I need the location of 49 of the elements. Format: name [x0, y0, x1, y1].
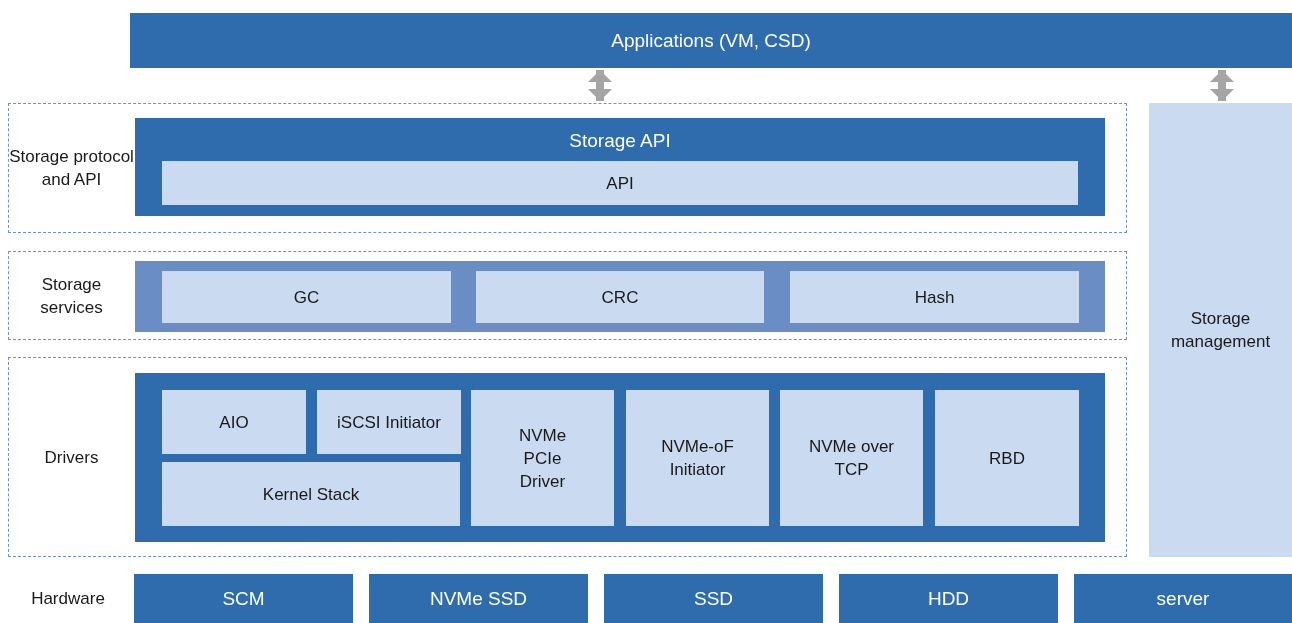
box-label: NVMe-oF Initiator — [660, 436, 735, 481]
box-label: GC — [292, 286, 321, 309]
dark-block — [1074, 574, 1292, 623]
box-label: NVMe SSD — [428, 587, 529, 611]
layer-label: Storage services — [39, 273, 104, 319]
component-box — [317, 390, 461, 454]
component-box — [476, 271, 764, 323]
component-box — [162, 462, 460, 526]
layer-label: Hardware — [30, 588, 106, 610]
layer-region — [8, 251, 1127, 340]
box-label: HDD — [926, 587, 971, 611]
box-label: Storage management — [1169, 308, 1272, 353]
box-label: Applications (VM, CSD) — [610, 29, 812, 53]
box-label: CRC — [600, 286, 640, 309]
layer-region — [8, 357, 1127, 557]
box-label: Storage API — [568, 128, 672, 153]
box-label: RBD — [988, 447, 1026, 470]
double-arrow — [1210, 70, 1234, 101]
box-label: AIO — [218, 411, 250, 434]
component-box — [1149, 103, 1292, 557]
box-label: server — [1155, 587, 1211, 611]
panel-box — [135, 261, 1105, 332]
dark-block — [130, 13, 1292, 68]
box-label: iSCSI Initiator — [336, 411, 442, 434]
dark-block — [369, 574, 588, 623]
layer-label: Storage protocol and API — [9, 146, 134, 191]
box-label: Kernel Stack — [261, 483, 361, 506]
component-box — [790, 271, 1079, 323]
component-box — [780, 390, 923, 526]
box-label: API — [605, 172, 635, 195]
box-label: NVMe PCIe Driver — [517, 424, 568, 493]
box-label: SSD — [692, 587, 735, 611]
box-label: SCM — [221, 587, 266, 611]
double-arrow — [588, 70, 612, 101]
component-box — [162, 161, 1078, 205]
box-label: Hash — [913, 286, 956, 309]
component-box — [162, 271, 451, 323]
component-box — [935, 390, 1079, 526]
dark-block — [134, 574, 353, 623]
component-box — [162, 390, 306, 454]
box-label: NVMe over TCP — [808, 436, 895, 481]
dark-block — [604, 574, 823, 623]
layer-label: Drivers — [43, 446, 100, 469]
layer-region — [8, 103, 1127, 233]
dark-block — [135, 118, 1105, 216]
panel-box — [135, 373, 1105, 542]
dark-block — [839, 574, 1058, 623]
component-box — [471, 390, 614, 526]
component-box — [626, 390, 769, 526]
